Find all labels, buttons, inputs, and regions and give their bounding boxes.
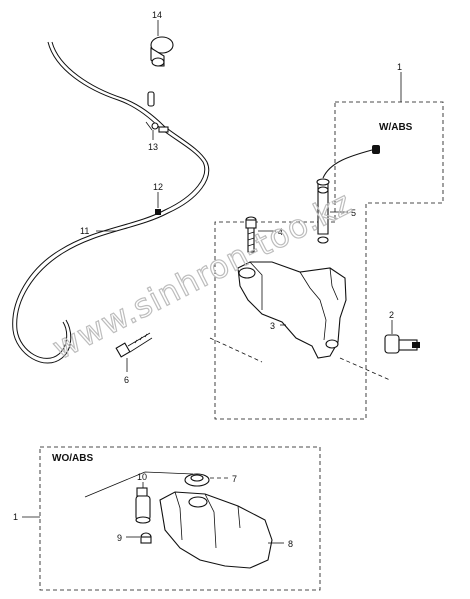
cable-sleeve xyxy=(147,91,155,107)
callout-9: 9 xyxy=(117,533,122,543)
part-2-switch xyxy=(384,322,420,354)
callout-3: 3 xyxy=(270,321,275,331)
part-7-cap xyxy=(184,473,210,487)
callout-1-bottom: 1 xyxy=(13,512,18,522)
part-4-bolt xyxy=(245,216,257,253)
part-12-clip xyxy=(155,198,161,215)
callout-4: 4 xyxy=(278,227,283,237)
leader-lines xyxy=(22,20,402,544)
callout-10: 10 xyxy=(137,472,147,482)
callout-13: 13 xyxy=(148,142,158,152)
part-3-reservoir xyxy=(237,261,347,359)
callout-6: 6 xyxy=(124,375,129,385)
part-9-nut xyxy=(140,532,152,544)
callout-12: 12 xyxy=(153,182,163,192)
callout-1-top: 1 xyxy=(397,62,402,72)
woabs-header: WO/ABS xyxy=(52,453,93,464)
wabs-boundary xyxy=(214,101,444,420)
woabs-boundary xyxy=(39,446,321,591)
callout-5: 5 xyxy=(351,208,356,218)
callout-14: 14 xyxy=(152,10,162,20)
part-10-switch xyxy=(135,487,151,524)
callout-7: 7 xyxy=(232,474,237,484)
callout-11: 11 xyxy=(80,226,89,236)
part-8-reservoir xyxy=(159,491,273,569)
part-5-rod xyxy=(316,145,380,244)
callout-2: 2 xyxy=(389,310,394,320)
part-13-clip xyxy=(145,121,169,133)
part-14-cable-cap xyxy=(150,36,174,67)
wabs-header: W/ABS xyxy=(379,122,413,133)
part-6-bolt xyxy=(115,332,153,358)
callout-8: 8 xyxy=(288,539,293,549)
